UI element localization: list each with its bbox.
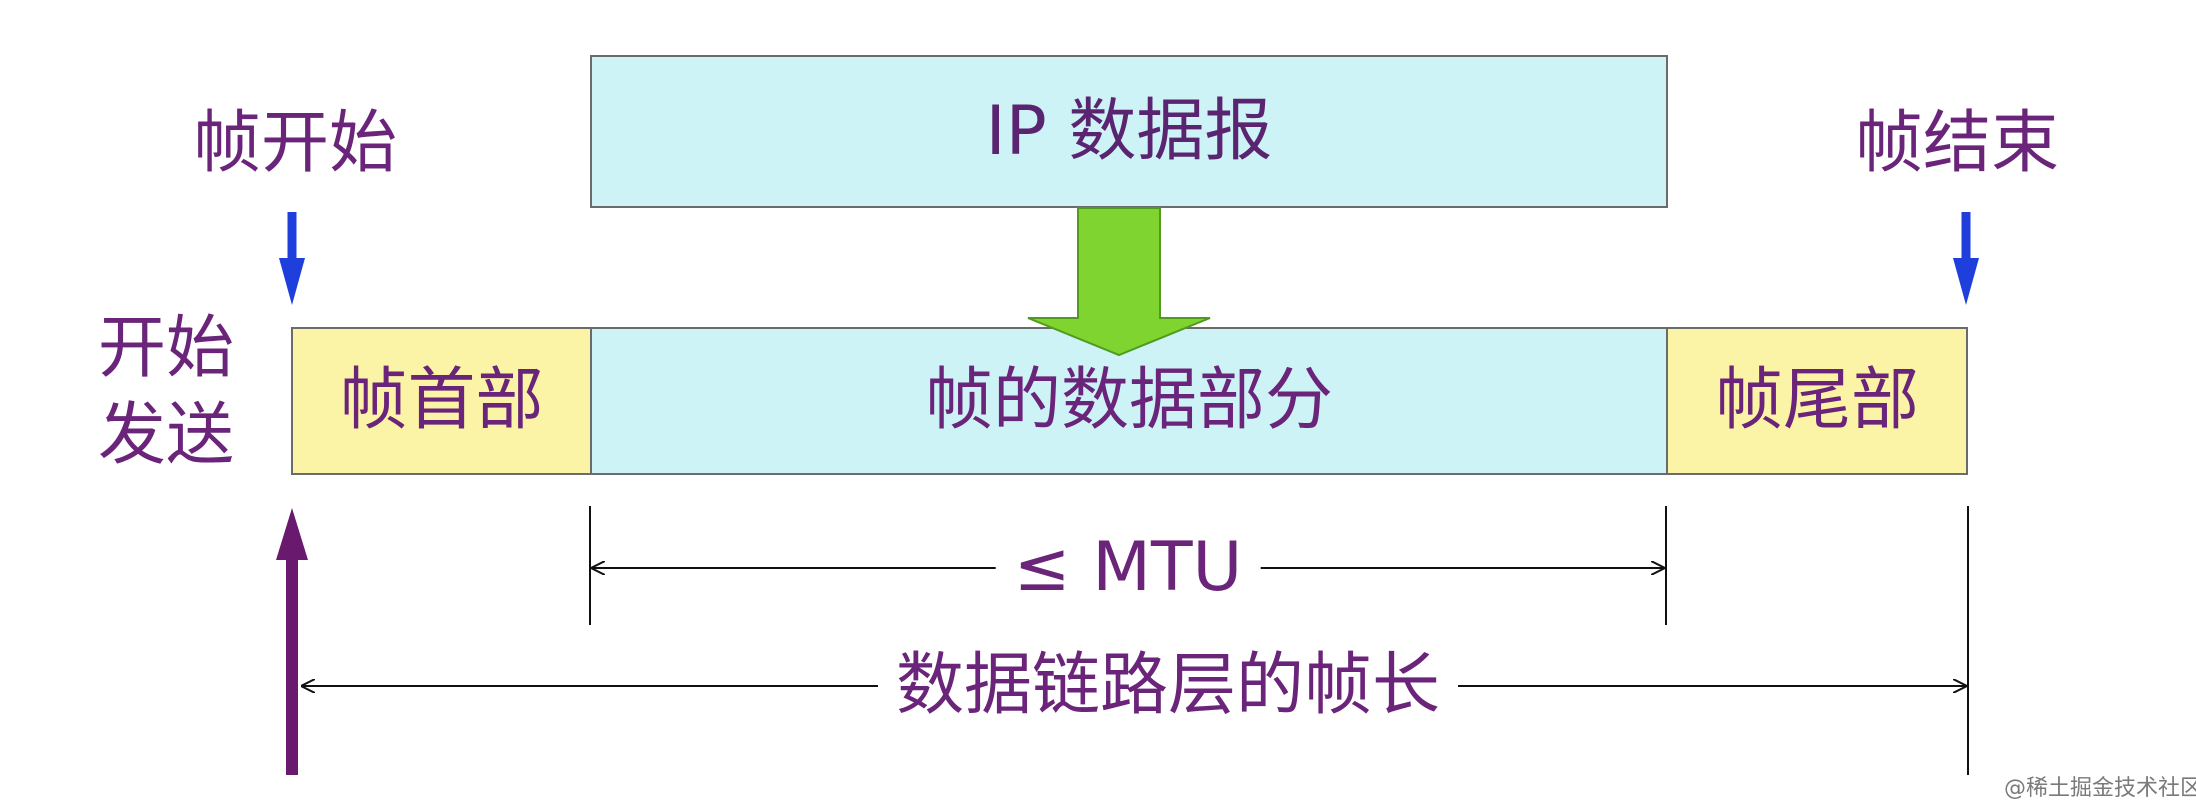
start-send-label-line1: 开始 bbox=[98, 309, 235, 388]
frame-end-arrow-icon bbox=[1953, 212, 1979, 305]
frame-length-label: 数据链路层的帧长 bbox=[877, 652, 1459, 720]
watermark: @稀土掘金技术社区 bbox=[2004, 776, 2196, 801]
frame-data-label: 帧的数据部分 bbox=[924, 361, 1333, 440]
frame-trailer-label: 帧尾部 bbox=[1714, 361, 1919, 440]
frame-header-label: 帧首部 bbox=[339, 361, 544, 440]
frame-start-arrow-icon bbox=[279, 212, 305, 305]
frame-header-box: 帧首部 bbox=[291, 327, 592, 475]
ip-datagram-label: IP 数据报 bbox=[985, 91, 1273, 171]
mtu-label: ≤ MTU bbox=[995, 534, 1261, 602]
encapsulate-arrow-icon bbox=[1027, 207, 1211, 357]
frame-trailer-box: 帧尾部 bbox=[1666, 327, 1968, 475]
frame-data-box: 帧的数据部分 bbox=[590, 327, 1668, 475]
frame-end-label: 帧结束 bbox=[1855, 104, 2060, 183]
start-send-label-line2: 发送 bbox=[98, 396, 235, 475]
frame-start-label: 帧开始 bbox=[193, 104, 398, 183]
start-send-arrow-icon bbox=[276, 508, 308, 775]
ip-datagram-box: IP 数据报 bbox=[590, 55, 1668, 208]
